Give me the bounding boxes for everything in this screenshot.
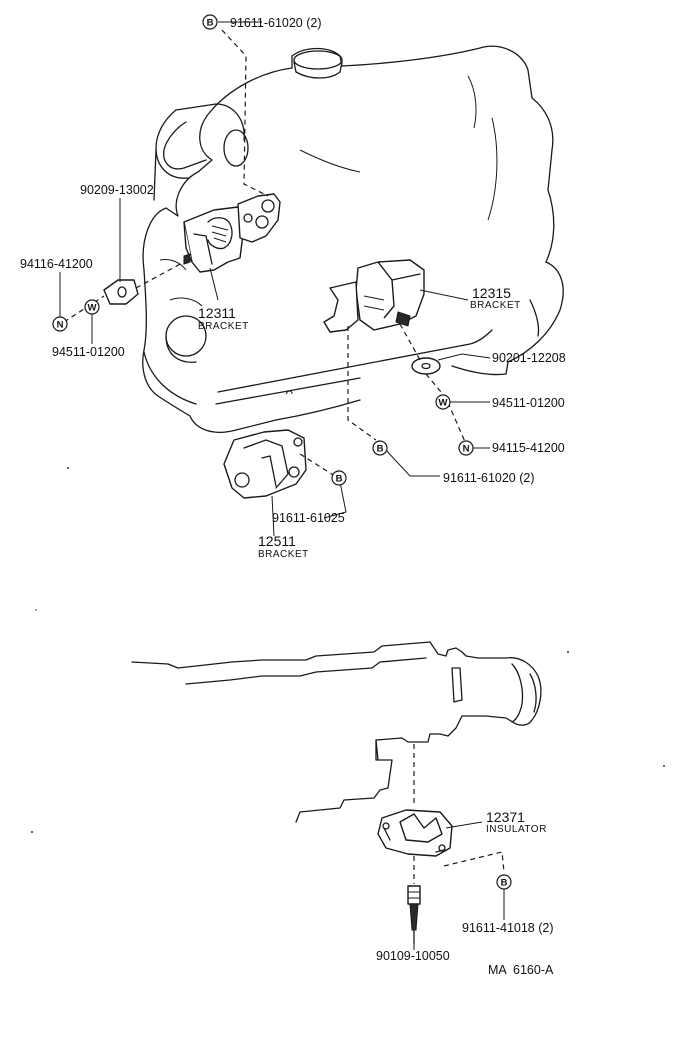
part-number-12371: 12371 — [486, 809, 525, 825]
bolt-90109-shape — [407, 885, 421, 945]
scan-specks — [31, 467, 665, 833]
insulator-12371-shape — [377, 809, 453, 857]
part-number-90209-13002: 90209-13002 — [80, 183, 154, 197]
svg-text:W: W — [88, 303, 97, 314]
part-number-12311: 12311 — [198, 305, 236, 321]
svg-text:N: N — [463, 444, 470, 455]
part-label-12315: BRACKET — [470, 300, 521, 311]
diagram-code: MA 6160-A — [488, 963, 554, 977]
washer-90201-shape — [411, 357, 441, 375]
part-number-94511-01200-right: 94511-01200 — [492, 396, 565, 410]
part-number-91611-61020-middle: 91611-61020 (2) — [443, 471, 535, 485]
washer-plate-90209-shape — [103, 279, 139, 305]
part-label-12311: BRACKET — [198, 321, 249, 332]
bracket-12311-shape — [183, 193, 281, 273]
svg-text:B: B — [336, 474, 343, 485]
symbol-b-lower: B — [331, 470, 347, 486]
svg-text:N: N — [57, 320, 64, 331]
symbol-b-top: B — [202, 14, 218, 30]
part-number-90109-10050: 90109-10050 — [376, 949, 450, 963]
symbol-w-left: W — [84, 299, 100, 315]
bracket-12511-shape — [223, 429, 307, 499]
part-number-91611-41018: 91611-41018 (2) — [462, 921, 554, 935]
part-number-91611-61020-top: 91611-61020 (2) — [230, 16, 322, 30]
leader-lines — [59, 21, 505, 950]
part-number-94115-41200: 94115-41200 — [492, 441, 565, 455]
symbol-b-bottom: B — [496, 874, 512, 890]
part-label-12511: BRACKET — [258, 549, 309, 560]
transmission-outline — [131, 641, 542, 823]
engine-block-outline — [142, 45, 564, 433]
part-number-94116-41200: 94116-41200 — [20, 257, 93, 271]
svg-text:B: B — [207, 18, 214, 29]
symbol-n-left: N — [52, 316, 68, 332]
part-number-94511-01200-left: 94511-01200 — [52, 345, 125, 359]
part-number-12511: 12511 — [258, 533, 296, 549]
part-number-12315: 12315 — [472, 285, 511, 301]
svg-text:B: B — [377, 444, 384, 455]
part-number-91611-61025: 91611-61025 — [272, 511, 345, 525]
part-number-90201-12208: 90201-12208 — [492, 351, 566, 365]
symbol-n-right: N — [458, 440, 474, 456]
bracket-12315-shape — [323, 259, 425, 333]
svg-text:B: B — [501, 878, 508, 889]
symbol-w-right: W — [435, 394, 451, 410]
svg-text:W: W — [439, 398, 448, 409]
symbol-b-middle: B — [372, 440, 388, 456]
part-label-12371: INSULATOR — [486, 824, 547, 835]
